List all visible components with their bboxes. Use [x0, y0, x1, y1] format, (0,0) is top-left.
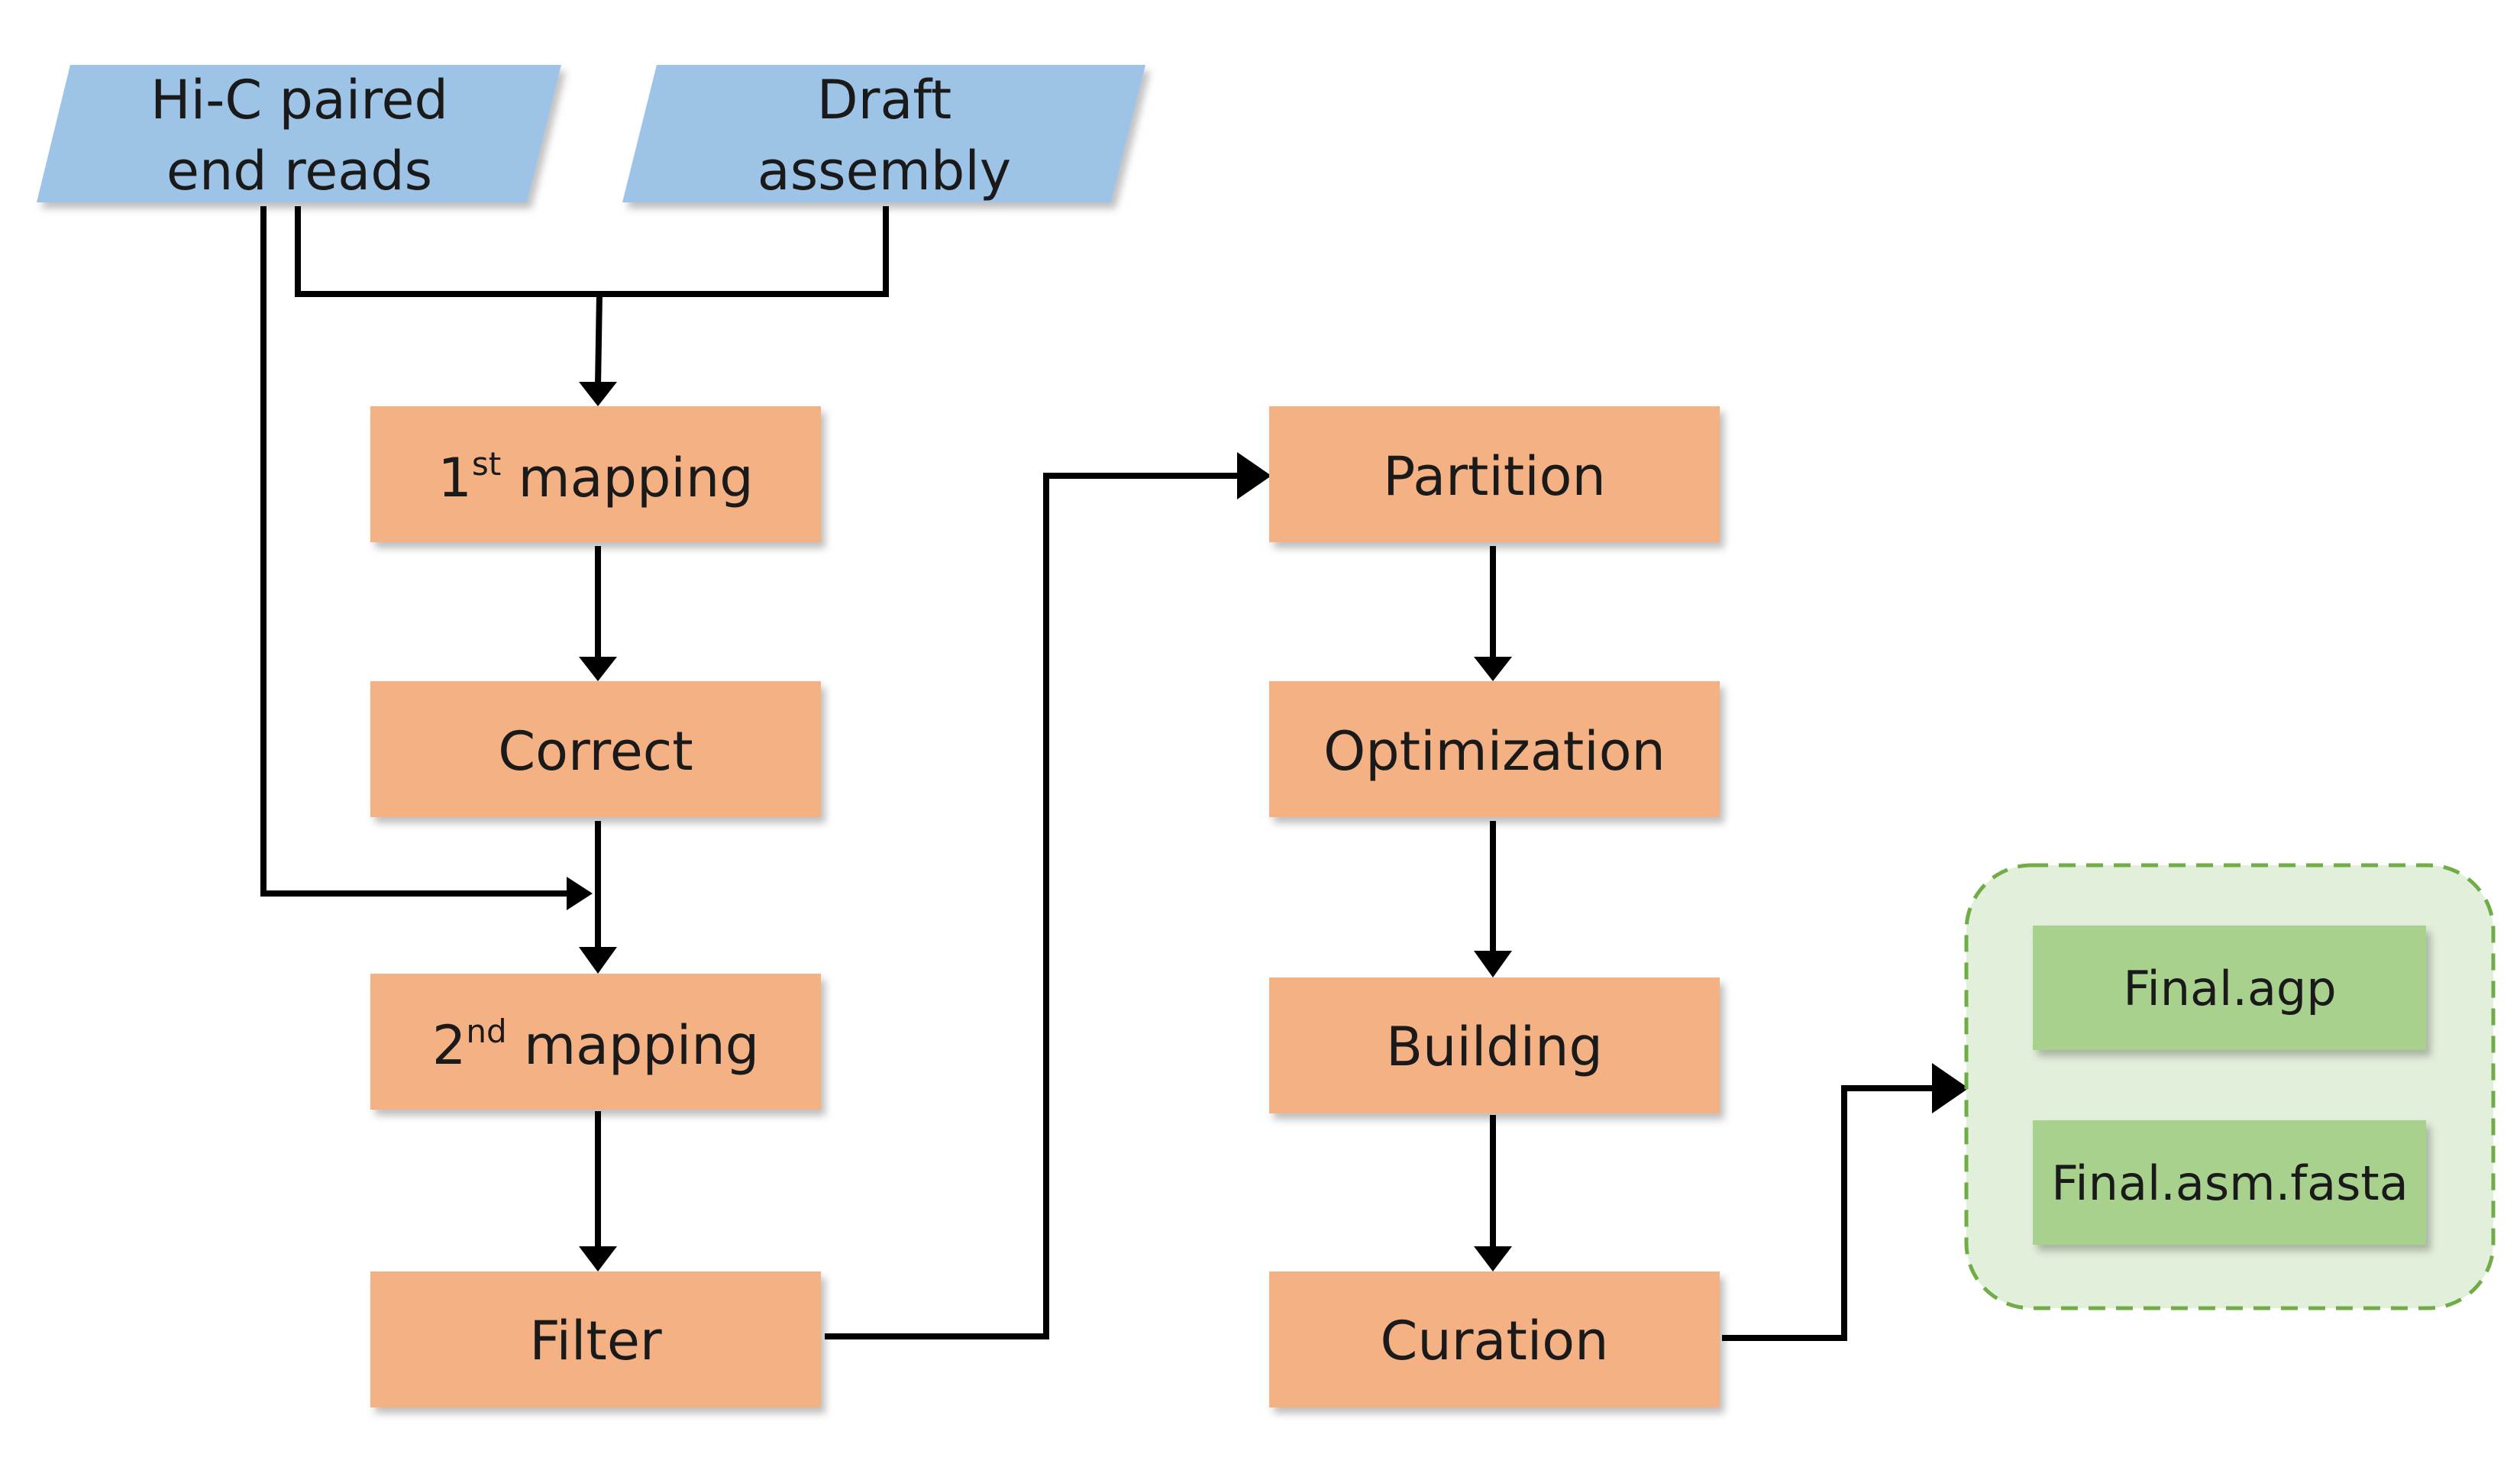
step-first-mapping-label: 1st mapping [438, 445, 753, 509]
step-optimization-label: Optimization [1323, 720, 1665, 783]
output-final-asm-fasta-box [2033, 1120, 2426, 1245]
arrowhead-curation [1474, 1246, 1512, 1272]
connector-filter-to-partition [825, 473, 1241, 1339]
step-second-mapping-box [370, 974, 821, 1110]
input-draft-label-line2: assembly [758, 140, 1011, 202]
step-curation-label: Curation [1380, 1310, 1608, 1372]
step-optimization-box [1269, 681, 1720, 817]
input-hic-shape [37, 65, 561, 202]
connector-inputs-merge [295, 206, 889, 297]
connector-merge-to-first-mapping [595, 293, 603, 386]
input-draft-label-line1: Draft [817, 69, 951, 131]
input-hic-reads: Hi-C paired end reads [37, 65, 561, 202]
step-first-mapping: 1st mapping [370, 406, 821, 542]
step-correct: Correct [370, 681, 821, 817]
step-partition-box [1269, 406, 1720, 542]
output-final-agp-label: Final.agp [2123, 961, 2336, 1016]
connector-curation-to-outputs [1722, 1085, 1936, 1341]
arrowhead-filter [579, 1246, 617, 1272]
arrowhead-partition [1237, 452, 1271, 499]
step-second-mapping-label: 2nd mapping [432, 1013, 759, 1077]
arrowhead-outputs [1932, 1063, 1969, 1113]
arrowhead-optimization [1474, 657, 1512, 681]
step-building: Building [1269, 977, 1720, 1113]
step-correct-box [370, 681, 821, 817]
output-final-asm-fasta-label: Final.asm.fasta [2051, 1155, 2408, 1211]
step-building-box [1269, 977, 1720, 1113]
step-partition: Partition [1269, 406, 1720, 542]
input-hic-label-line1: Hi-C paired [150, 69, 448, 131]
arrowhead-correct [579, 657, 617, 681]
step-filter: Filter [370, 1272, 821, 1407]
step-filter-box [370, 1272, 821, 1407]
output-final-agp: Final.agp [2033, 926, 2426, 1050]
connector-hic-to-second-mapping [260, 206, 569, 897]
arrowhead-hic-bypass [567, 877, 593, 910]
step-curation: Curation [1269, 1272, 1720, 1407]
step-optimization: Optimization [1269, 681, 1720, 817]
arrowheads [567, 382, 1969, 1272]
step-second-mapping: 2nd mapping [370, 974, 821, 1110]
input-hic-label-line2: end reads [166, 140, 432, 202]
step-partition-label: Partition [1383, 445, 1606, 508]
output-final-agp-box [2033, 926, 2426, 1050]
step-curation-box [1269, 1272, 1720, 1407]
output-final-asm-fasta: Final.asm.fasta [2033, 1120, 2426, 1245]
step-building-label: Building [1386, 1016, 1603, 1078]
arrowhead-first-mapping [579, 382, 617, 406]
arrowhead-building [1474, 951, 1512, 977]
step-correct-label: Correct [498, 720, 693, 783]
step-filter-label: Filter [529, 1310, 662, 1372]
input-draft-shape [622, 65, 1145, 202]
input-draft-assembly: Draft assembly [622, 65, 1145, 202]
arrowhead-second-mapping [579, 947, 617, 974]
connectors [260, 206, 1936, 1341]
step-first-mapping-box [370, 406, 821, 542]
output-group: Final.agp Final.asm.fasta [1964, 863, 2496, 1310]
